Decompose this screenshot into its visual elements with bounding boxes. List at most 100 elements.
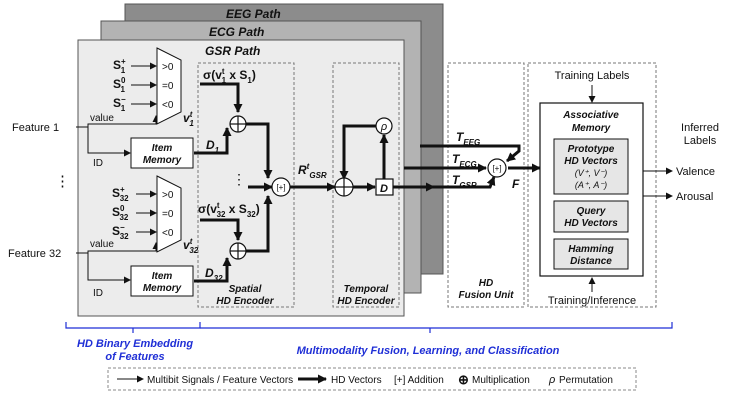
ham-line1: Hamming <box>568 244 614 255</box>
features-ellipsis: ⋮ <box>55 173 70 190</box>
stage-brackets <box>65 322 673 333</box>
t-gsr-label: TGSR <box>452 173 477 190</box>
hamming-distance: Hamming Distance <box>553 238 629 270</box>
selector-1-inputs <box>131 62 157 108</box>
spatial-adder: [+] <box>271 177 291 197</box>
temporal-adder <box>334 177 354 197</box>
training-inference: Training/Inference <box>548 295 636 307</box>
query-hd-vectors: Query HD Vectors <box>553 200 629 233</box>
proto-line4: (A⁺, A⁻) <box>575 180 607 190</box>
stage-embedding-2: of Features <box>105 351 164 363</box>
gsr-path-title: GSR Path <box>205 44 260 58</box>
proto-line3: (V⁺, V⁻) <box>575 168 608 178</box>
feature-1-value-label: value <box>90 113 114 124</box>
item-memory-1-line1: Item <box>152 143 173 154</box>
proto-line1: Prototype <box>568 144 615 155</box>
feature-32-label: Feature 32 <box>8 248 61 260</box>
spatial-adder-label: [+] <box>276 183 285 192</box>
f-label: F <box>512 177 520 191</box>
prototype-hd-vectors: Prototype HD Vectors (V⁺, V⁻) (A⁺, A⁻) <box>553 138 629 195</box>
s1-plus: S+1 <box>113 57 126 75</box>
s32-plus: S+32 <box>112 185 129 203</box>
stage-fusion: Multimodality Fusion, Learning, and Clas… <box>297 345 560 357</box>
legend-hd: HD Vectors <box>331 375 382 386</box>
d32-label: D32 <box>205 266 223 283</box>
temporal-hd-wires <box>290 124 435 192</box>
fusion-adder: [+] <box>487 158 507 178</box>
selector-1: >0 =0 <0 <box>156 47 182 125</box>
item-memory-1-line2: Memory <box>143 155 182 166</box>
assoc-title-1: Associative <box>562 110 619 121</box>
arousal-label: Arousal <box>676 191 713 203</box>
feature-1-label: Feature 1 <box>12 122 59 134</box>
t-eeg-label: TEEG <box>456 130 480 147</box>
proto-line2: HD Vectors <box>564 156 618 167</box>
legend-multiply-icon: ⊕ <box>458 372 469 387</box>
selector-32: >0 =0 <0 <box>156 175 182 253</box>
multiply-node-32 <box>229 242 247 260</box>
permutation-node: ρ <box>375 117 393 135</box>
ham-line2: Distance <box>570 256 612 267</box>
selector-1-lt: <0 <box>162 100 174 111</box>
feature-1-id-label: ID <box>93 158 103 169</box>
spatial-hd-wires <box>194 82 273 283</box>
selector-1-eq: =0 <box>162 81 174 92</box>
legend-rho-icon: ρ <box>548 374 555 386</box>
fusion-path-stubs <box>404 144 434 170</box>
classifier-box <box>527 62 657 308</box>
valence-label: Valence <box>676 166 715 178</box>
delay-block: D <box>375 178 394 196</box>
item-memory-1: Item Memory <box>130 137 194 169</box>
permutation-rho: ρ <box>380 121 387 133</box>
s32-minus: S−32 <box>112 223 129 241</box>
assoc-title-2: Memory <box>572 123 611 134</box>
fusion-label-2: Fusion Unit <box>459 290 515 301</box>
query-line1: Query <box>577 206 606 217</box>
feature-32-id-label: ID <box>93 288 103 299</box>
selector-32-lt: <0 <box>162 228 174 239</box>
temporal-label-1: Temporal <box>344 284 389 295</box>
selector-32-eq: =0 <box>162 209 174 220</box>
fusion-label-1: HD <box>479 278 493 289</box>
fusion-adder-label: [+] <box>492 164 501 173</box>
stage-embedding-1: HD Binary Embedding <box>77 338 193 350</box>
feature-32-wiring <box>76 242 160 284</box>
d1-label: D1 <box>206 138 220 155</box>
ecg-path-title: ECG Path <box>209 25 264 39</box>
spatial-label-1: Spatial <box>229 284 262 295</box>
eeg-path-title: EEG Path <box>226 7 281 21</box>
legend: Multibit Signals / Feature Vectors HD Ve… <box>107 367 637 391</box>
temporal-label-2: HD Encoder <box>337 296 395 307</box>
spatial-label-2: HD Encoder <box>216 296 274 307</box>
legend-multiplication: Multiplication <box>472 375 530 386</box>
spatial-encoder-box <box>197 62 295 308</box>
selector-32-gt: >0 <box>162 190 174 201</box>
delay-d: D <box>380 183 388 195</box>
legend-multibit: Multibit Signals / Feature Vectors <box>147 375 293 386</box>
r-gsr-label: RtGSR <box>298 162 327 180</box>
item-memory-32: Item Memory <box>130 265 194 297</box>
legend-addition: [+] Addition <box>394 375 444 386</box>
query-line2: HD Vectors <box>564 218 618 229</box>
legend-permutation: Permutation <box>559 375 613 386</box>
inferred-labels-2: Labels <box>684 135 717 147</box>
feature-32-value-label: value <box>90 239 114 250</box>
spatial-ellipsis: ⋮ <box>232 171 246 187</box>
fusion-unit-box <box>447 62 525 308</box>
feature-1-wiring <box>76 115 160 157</box>
item-memory-32-line2: Memory <box>143 283 182 294</box>
s1-minus: S−1 <box>113 95 126 113</box>
training-labels: Training Labels <box>555 70 630 82</box>
multiply-node-1 <box>229 115 247 133</box>
item-memory-32-line1: Item <box>152 271 173 282</box>
inferred-labels-1: Inferred <box>681 122 719 134</box>
selector-32-inputs <box>136 190 157 236</box>
fusion-hd-wires <box>434 144 541 189</box>
